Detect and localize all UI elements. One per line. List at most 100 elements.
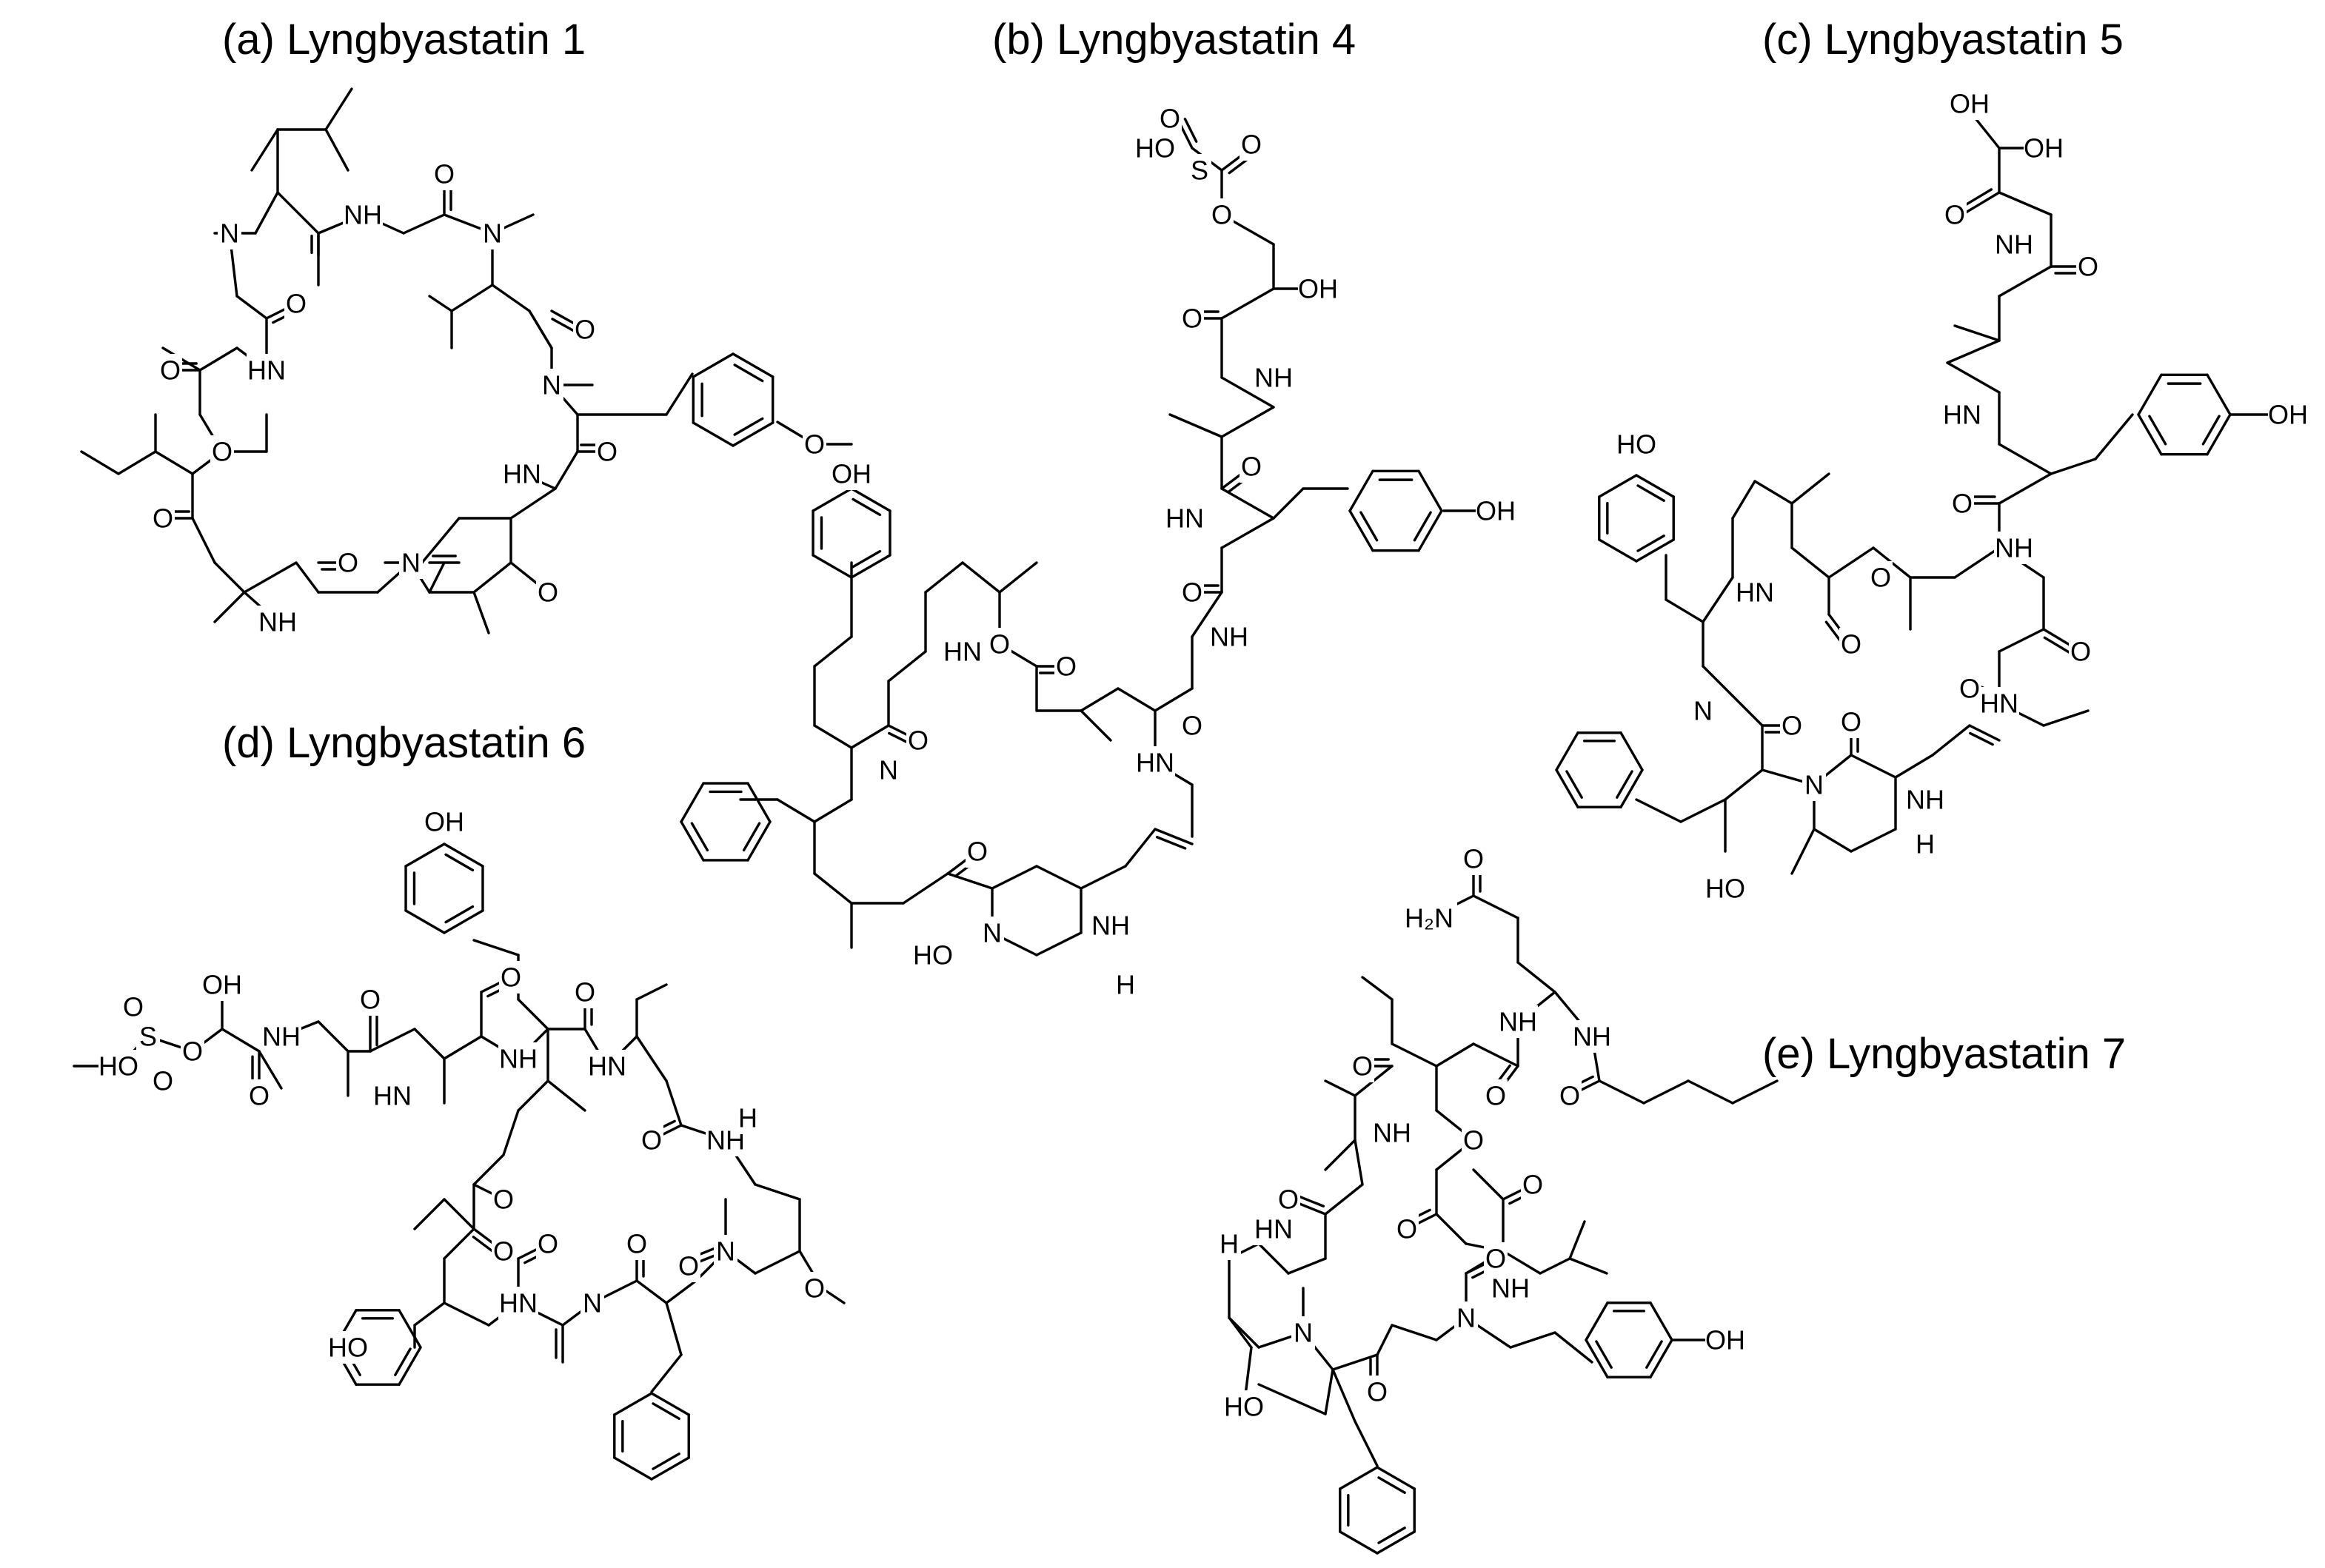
atom-label: O bbox=[153, 1066, 173, 1096]
bond bbox=[1516, 961, 1556, 994]
bond bbox=[421, 517, 461, 564]
bond bbox=[1354, 1139, 1364, 1186]
bond bbox=[1850, 828, 1897, 853]
atom-label: O bbox=[1241, 452, 1262, 482]
bond bbox=[2206, 373, 2232, 416]
bond bbox=[413, 1198, 446, 1230]
bond bbox=[2137, 413, 2163, 456]
bond bbox=[812, 554, 853, 579]
atom-label-bg bbox=[1802, 768, 1826, 801]
bond bbox=[852, 549, 882, 569]
atom-label-bg bbox=[1705, 1324, 1745, 1356]
bond bbox=[472, 1153, 505, 1186]
bond bbox=[80, 450, 120, 475]
atom-label: O bbox=[160, 355, 181, 386]
atom-label-bg bbox=[151, 1065, 175, 1097]
atom-label-bg bbox=[121, 991, 145, 1023]
bond bbox=[1731, 1079, 1779, 1105]
atom-label: HN bbox=[1165, 503, 1204, 534]
bond bbox=[517, 1079, 549, 1112]
atom-label-bg bbox=[1484, 1079, 1508, 1112]
atom-label: O bbox=[538, 577, 558, 608]
bond bbox=[1502, 1250, 1542, 1275]
bond bbox=[1931, 724, 1971, 757]
atom-label-bg bbox=[1298, 272, 1338, 305]
atom-label: HO bbox=[1705, 874, 1745, 904]
atom-label-bg bbox=[1735, 576, 1775, 609]
atom-label-bg bbox=[1180, 709, 1204, 742]
bond bbox=[1220, 406, 1275, 438]
atom-label: NH bbox=[1499, 1007, 1537, 1037]
atom-label: H bbox=[1116, 970, 1135, 1000]
bond bbox=[1790, 828, 1816, 875]
atom-label: N bbox=[220, 218, 239, 249]
bond bbox=[198, 346, 238, 372]
atom-label: N bbox=[879, 755, 898, 785]
bond bbox=[546, 1079, 586, 1112]
atom-label-bg bbox=[1180, 302, 1204, 335]
atom-label-bg bbox=[1705, 872, 1745, 905]
bond bbox=[1585, 1339, 1609, 1378]
atom-label: OH bbox=[1950, 89, 1990, 119]
bond bbox=[1472, 1042, 1519, 1068]
bond bbox=[1616, 770, 1633, 799]
bond bbox=[517, 998, 549, 1031]
bond bbox=[1272, 487, 1305, 520]
bond bbox=[733, 417, 764, 436]
atom-label: O bbox=[1485, 1081, 1506, 1111]
bond bbox=[1813, 828, 1853, 853]
atom-label-bg bbox=[803, 428, 826, 460]
bond bbox=[924, 561, 964, 594]
atom-label-bg bbox=[1905, 783, 1945, 816]
bond bbox=[472, 591, 490, 634]
bond bbox=[650, 1392, 690, 1416]
bond bbox=[258, 1050, 283, 1090]
atom-label: O bbox=[1559, 1081, 1580, 1111]
bond bbox=[1080, 865, 1127, 890]
bond bbox=[1969, 731, 1994, 746]
bond bbox=[1568, 1220, 1586, 1260]
bond bbox=[213, 561, 246, 594]
atom-label-bg bbox=[432, 158, 456, 190]
atom-label-bg bbox=[1994, 228, 2034, 261]
bond bbox=[1354, 1420, 1379, 1467]
atom-label-bg bbox=[1165, 502, 1205, 535]
atom-label: NH bbox=[1906, 785, 1944, 815]
atom-label: S bbox=[1191, 155, 1208, 186]
atom-label: O bbox=[575, 315, 595, 345]
bond bbox=[1435, 1213, 1468, 1245]
atom-label-bg bbox=[677, 1250, 700, 1282]
atom-label-bg bbox=[1240, 450, 1263, 483]
bond bbox=[413, 1028, 446, 1060]
atom-label: N bbox=[983, 918, 1002, 948]
atom-label-bg bbox=[136, 1020, 160, 1053]
panel-d-title: (d) Lyngbyastatin 6 bbox=[222, 719, 586, 767]
atom-label: N bbox=[716, 1236, 735, 1267]
bond bbox=[2042, 709, 2090, 727]
bond bbox=[324, 87, 353, 131]
atom-label-bg bbox=[1240, 128, 1263, 161]
bond bbox=[1377, 1476, 1406, 1494]
bond bbox=[613, 1456, 653, 1481]
atom-label-bg bbox=[499, 961, 523, 994]
bond bbox=[221, 1028, 261, 1053]
bond bbox=[1687, 1079, 1734, 1105]
bond bbox=[1968, 724, 2001, 742]
atom-label-bg bbox=[1943, 198, 1967, 231]
bond bbox=[1998, 628, 2045, 653]
atom-label-bg bbox=[1839, 706, 1863, 738]
atom-label-bg bbox=[1135, 132, 1175, 164]
bond bbox=[1331, 1353, 1379, 1371]
atom-label: O bbox=[123, 992, 144, 1022]
atom-label-bg bbox=[1217, 1227, 1241, 1260]
atom-label: O bbox=[1241, 130, 1262, 160]
bond bbox=[1035, 931, 1083, 956]
bond bbox=[1220, 287, 1275, 320]
bond bbox=[850, 554, 891, 579]
atom-label-bg bbox=[1395, 1213, 1419, 1245]
atom-label: O bbox=[1056, 651, 1077, 682]
atom-label: O bbox=[967, 837, 988, 867]
atom-label: O bbox=[1959, 674, 1980, 704]
atom-label-bg bbox=[1572, 1020, 1612, 1053]
bond bbox=[1472, 894, 1519, 919]
